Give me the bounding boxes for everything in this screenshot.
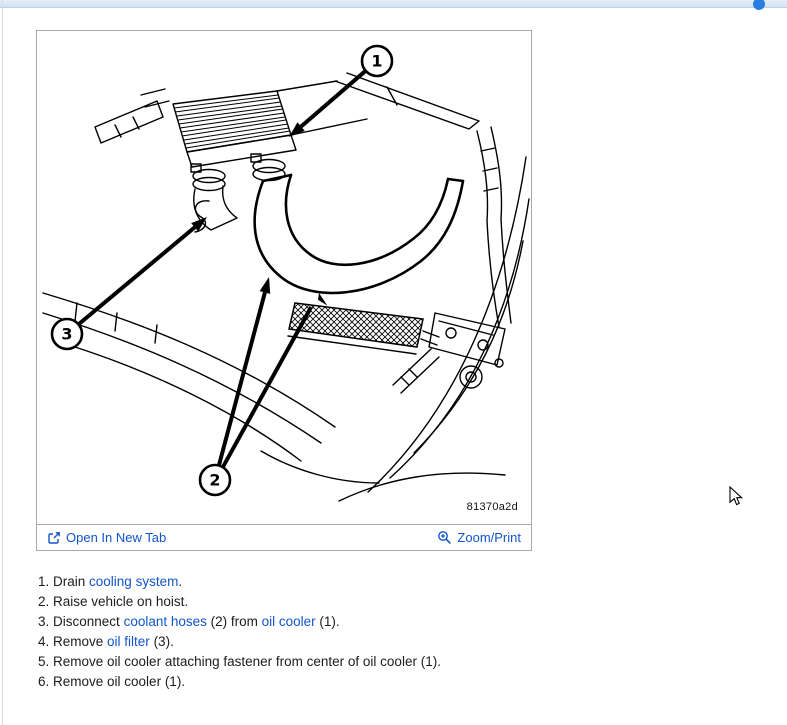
zoom-print-label: Zoom/Print bbox=[457, 530, 521, 545]
callout-3-label: 3 bbox=[61, 325, 72, 344]
zoom-icon bbox=[438, 531, 452, 544]
instruction-item: 1. Drain cooling system. bbox=[38, 572, 441, 592]
instruction-text: . bbox=[178, 574, 183, 589]
oil-cooler-diagram: 1 3 2 bbox=[42, 44, 530, 502]
figure-code: 81370a2d bbox=[466, 501, 518, 513]
oil-cooler-fins bbox=[172, 80, 368, 168]
instruction-number: 2. bbox=[38, 594, 54, 609]
instruction-number: 4. bbox=[38, 634, 54, 649]
instruction-item: 6. Remove oil cooler (1). bbox=[38, 672, 441, 692]
inline-link[interactable]: coolant hoses bbox=[123, 614, 207, 629]
callout-1-label: 1 bbox=[371, 52, 382, 71]
browser-topbar bbox=[0, 0, 787, 10]
instruction-item: 3. Disconnect coolant hoses (2) from oil… bbox=[38, 612, 441, 632]
instruction-number: 1. bbox=[38, 574, 54, 589]
left-edge-divider bbox=[2, 0, 3, 725]
small-hose-and-hook bbox=[193, 185, 238, 233]
instruction-text: Raise vehicle on hoist. bbox=[53, 594, 189, 609]
instruction-text: (1). bbox=[315, 614, 340, 629]
zoom-print-link[interactable]: Zoom/Print bbox=[437, 530, 521, 545]
tire-arcs bbox=[338, 156, 530, 502]
inline-link[interactable]: oil cooler bbox=[261, 614, 316, 629]
instruction-number: 5. bbox=[38, 654, 54, 669]
suspension-parts bbox=[334, 72, 512, 394]
open-in-new-tab-icon bbox=[48, 531, 60, 544]
open-in-new-tab-link[interactable]: Open In New Tab bbox=[47, 530, 166, 545]
instruction-item: 5. Remove oil cooler attaching fastener … bbox=[38, 652, 441, 672]
inline-link[interactable]: oil filter bbox=[107, 634, 150, 649]
instruction-text: Remove bbox=[53, 634, 108, 649]
instruction-text: (2) from bbox=[206, 614, 262, 629]
figure-image-area: 1 3 2 81370a2d bbox=[37, 31, 531, 524]
instruction-text: Drain bbox=[53, 574, 90, 589]
frame-lines bbox=[94, 88, 170, 144]
coolant-hose-tube bbox=[253, 173, 465, 295]
instruction-list: 1. Drain cooling system.2. Raise vehicle… bbox=[38, 572, 441, 692]
mouse-cursor bbox=[729, 486, 744, 506]
instruction-item: 4. Remove oil filter (3). bbox=[38, 632, 441, 652]
open-in-new-tab-label: Open In New Tab bbox=[66, 530, 167, 545]
crosshatch-bracket bbox=[287, 302, 424, 355]
toolbar-extension-icon[interactable] bbox=[753, 0, 765, 10]
instruction-item: 2. Raise vehicle on hoist. bbox=[38, 592, 441, 612]
instruction-number: 3. bbox=[38, 614, 54, 629]
instruction-text: (3). bbox=[149, 634, 174, 649]
figure-panel: 1 3 2 81370a2d Open In New Tab bbox=[36, 30, 532, 551]
callout-3-badge: 3 bbox=[50, 317, 84, 351]
callout-arrows bbox=[77, 69, 367, 469]
instruction-text: Disconnect bbox=[53, 614, 124, 629]
instruction-number: 6. bbox=[38, 674, 54, 689]
instruction-text: Remove oil cooler (1). bbox=[53, 674, 186, 689]
instruction-text: Remove oil cooler attaching fastener fro… bbox=[53, 654, 441, 669]
callout-2-badge: 2 bbox=[198, 463, 232, 497]
callout-2-label: 2 bbox=[209, 471, 220, 490]
inline-link[interactable]: cooling system bbox=[89, 574, 179, 589]
callout-1-badge: 1 bbox=[360, 44, 394, 78]
figure-footer: Open In New Tab Zoom/Print bbox=[37, 524, 531, 550]
